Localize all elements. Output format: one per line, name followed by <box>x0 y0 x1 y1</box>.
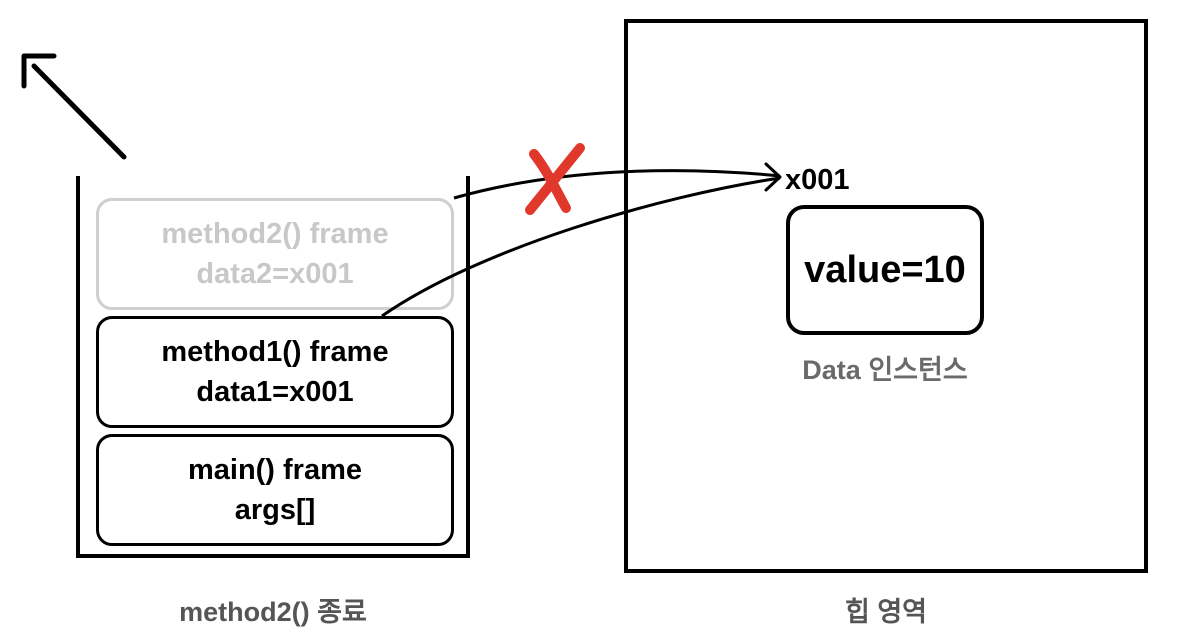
method1-frame: method1() frame data1=x001 <box>96 316 454 428</box>
method1-frame-title: method1() frame <box>161 336 389 368</box>
instance-label: Data 인스턴스 <box>802 355 968 385</box>
main-frame: main() frame args[] <box>96 434 454 546</box>
stack-caption: method2() 종료 <box>179 597 367 627</box>
main-frame-title: main() frame <box>187 454 363 486</box>
heap-caption: 힙 영역 <box>844 597 928 627</box>
stack-container <box>76 176 470 558</box>
main-frame-var: args[] <box>234 494 316 526</box>
data-instance-box: value=10 <box>786 205 984 335</box>
instance-value: value=10 <box>804 248 966 291</box>
reference-arrow-method2 <box>453 169 781 200</box>
arrow-up-left-icon <box>21 53 127 160</box>
heap-area <box>624 19 1148 573</box>
method1-frame-var: data1=x001 <box>196 376 354 408</box>
instance-address: x001 <box>785 164 850 196</box>
reference-arrow-method1 <box>381 176 781 318</box>
method2-frame-title: method2() frame <box>161 218 389 250</box>
cross-icon <box>525 143 585 215</box>
method2-frame: method2() frame data2=x001 <box>96 198 454 310</box>
method2-frame-var: data2=x001 <box>196 258 354 290</box>
arrowhead-icon <box>764 162 782 192</box>
